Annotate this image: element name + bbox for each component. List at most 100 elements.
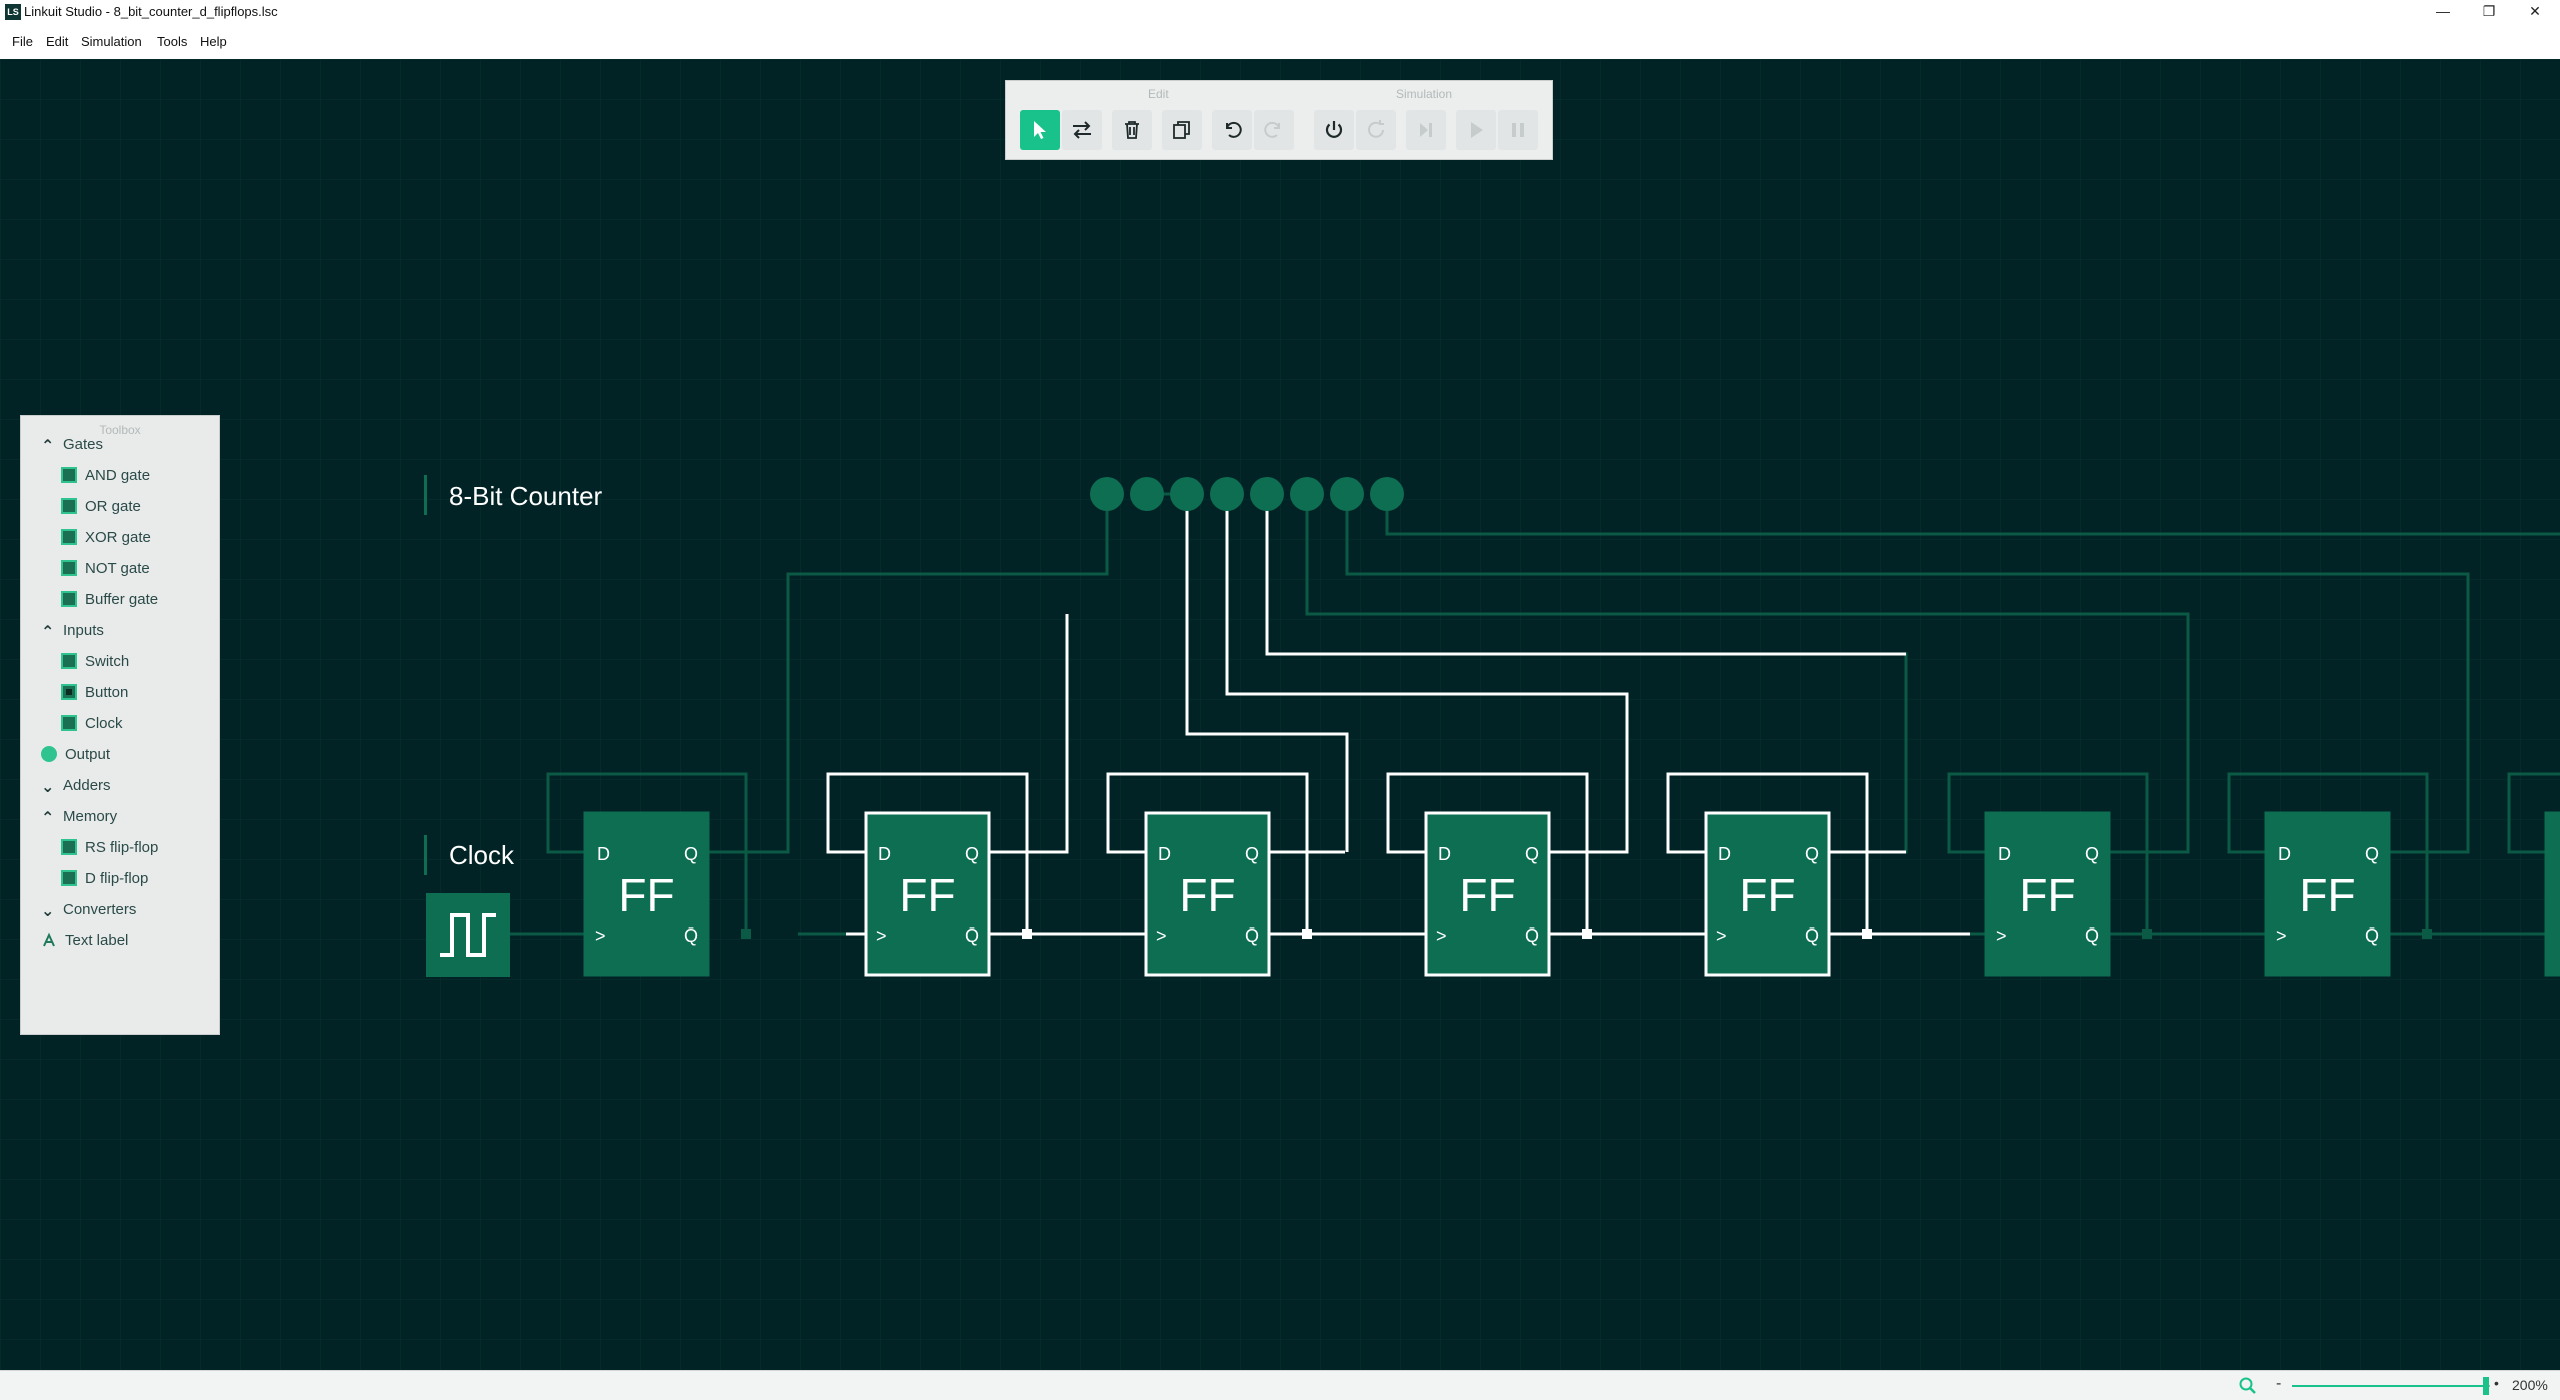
toolbox-item-buffer-gate[interactable]: Buffer gate [61,586,158,612]
toolbox-item-xor-gate[interactable]: XOR gate [61,524,151,550]
copy-button[interactable] [1162,110,1202,150]
wire[interactable] [546,772,748,934]
output-led-8[interactable] [1370,477,1404,511]
component-square-icon [61,653,77,669]
menu-file[interactable]: File [12,34,33,49]
toolbox-category-adders[interactable]: ⌄ Adders [41,772,111,798]
d-flip-flop-6[interactable] [1984,811,2111,977]
pin-qbar-label: Q̄ [965,926,979,946]
wire[interactable] [1106,772,1309,934]
wire[interactable] [2507,772,2560,934]
wire[interactable] [989,614,1069,854]
select-arrow-icon [1034,121,1046,139]
menu-help[interactable]: Help [200,34,227,49]
play-icon [1471,122,1483,138]
chevron-up-icon: ⌃ [41,810,55,827]
d-flip-flop-8[interactable] [2544,811,2560,977]
toolbox-item-label: Text label [65,931,129,949]
toolbox-category-inputs[interactable]: ⌃Inputs [41,617,104,643]
pin-clock-label: > [1716,926,1727,946]
chevron-up-icon: ⌃ [41,438,55,455]
menu-simulation[interactable]: Simulation [81,34,142,49]
flipflop-label: FF [1179,869,1235,921]
toolbox-item-not-gate[interactable]: NOT gate [61,555,150,581]
redo-button[interactable] [1254,110,1294,150]
output-led-6[interactable] [1290,477,1324,511]
wire[interactable] [1225,494,1629,854]
d-flip-flop-3[interactable] [1144,811,1271,977]
toolbox-item-d-flip-flop[interactable]: D flip-flop [61,865,148,891]
menu-tools[interactable]: Tools [157,34,188,49]
step-button[interactable] [1406,110,1446,150]
toolbox-item-output[interactable]: Output [41,741,110,767]
output-led-7[interactable] [1330,477,1364,511]
reset-button[interactable] [1356,110,1396,150]
close-button[interactable]: ✕ [2529,3,2541,19]
d-flip-flop-4[interactable] [1424,811,1551,977]
flipflop-label: FF [1739,869,1795,921]
menu-edit[interactable]: Edit [46,34,69,49]
toolbox-item-switch[interactable]: Switch [61,648,129,674]
toolbox-category-gates[interactable]: ⌃ Gates [41,431,103,457]
toolbox-item-or-gate[interactable]: OR gate [61,493,141,519]
circuit-diagram[interactable]: 8-Bit CounterClockFFD>QQ̄FFD>QQ̄FFD>QQ̄F… [0,59,2560,1370]
wire[interactable] [1185,494,1349,852]
output-led-5[interactable] [1250,477,1284,511]
wire[interactable] [826,772,1029,934]
output-led-1[interactable] [1090,477,1124,511]
connect-arrows-icon [1073,121,1091,139]
flipflop-label: FF [618,869,674,921]
zoom-slider-handle[interactable] [2483,1377,2489,1395]
toolbox-item-label: Gates [63,435,104,453]
wire[interactable] [1666,772,1869,934]
select-tool-button[interactable] [1020,110,1060,150]
app-logo-icon: LS [5,4,21,20]
pin-d-label: D [2278,844,2291,864]
toolbox-item-rs-flip-flop[interactable]: RS flip-flop [61,834,158,860]
pin-d-label: D [878,844,891,864]
window-title: Linkuit Studio - 8_bit_counter_d_flipflo… [24,4,278,19]
d-flip-flop-7[interactable] [2264,811,2391,977]
component-square-icon [61,839,77,855]
power-button[interactable] [1314,110,1354,150]
undo-button[interactable] [1212,110,1252,150]
pin-d-label: D [1718,844,1731,864]
d-flip-flop-1[interactable] [583,811,710,977]
zoom-out-button[interactable]: - [2276,1375,2282,1392]
toolbox-item-and-gate[interactable]: AND gate [61,462,150,488]
restore-button[interactable]: ❐ [2482,3,2496,19]
zoom-in-button[interactable]: • [2494,1375,2499,1391]
output-led-4[interactable] [1210,477,1244,511]
wire[interactable] [1265,494,1906,656]
connect-tool-button[interactable] [1062,110,1102,150]
wire[interactable] [1345,494,2470,854]
toolbox-category-converters[interactable]: ⌄Converters [41,896,136,922]
text-label-marker [424,835,427,875]
wire[interactable] [1305,494,2190,854]
zoom-search-icon[interactable] [2238,1376,2258,1396]
output-led-3[interactable] [1170,477,1204,511]
toolbox-item-label: Adders [63,776,111,794]
wire[interactable] [708,494,1109,854]
play-button[interactable] [1456,110,1496,150]
output-circle-icon [41,746,57,762]
output-led-2[interactable] [1130,477,1164,511]
wire[interactable] [1947,772,2149,934]
toolbox-item-clock[interactable]: Clock [61,710,123,736]
chevron-down-icon: ⌄ [41,779,55,796]
title-bar: LS Linkuit Studio - 8_bit_counter_d_flip… [0,0,2560,24]
d-flip-flop-2[interactable] [864,811,991,977]
d-flip-flop-5[interactable] [1704,811,1831,977]
pause-button[interactable] [1498,110,1538,150]
minimize-button[interactable]: — [2436,3,2450,19]
pin-clock-label: > [1156,926,1167,946]
toolbox-item-button[interactable]: Button [61,679,128,705]
toolbox-item-text-label[interactable]: Text label [41,927,128,953]
delete-button[interactable] [1112,110,1152,150]
pin-q-label: Q [684,844,698,864]
wire[interactable] [2227,772,2429,934]
wire[interactable] [1386,772,1589,934]
toolbox-category-memory[interactable]: ⌃Memory [41,803,117,829]
zoom-slider-track[interactable] [2292,1385,2490,1387]
